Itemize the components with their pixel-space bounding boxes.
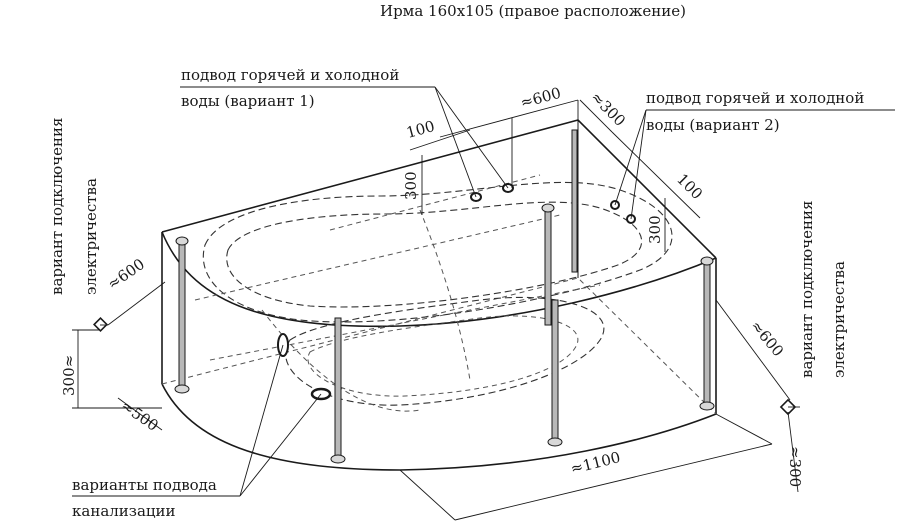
water-v1-label-line2: воды (вариант 1) xyxy=(181,92,315,110)
leg-foot xyxy=(547,437,563,447)
dim-right-300: ≈300 xyxy=(786,446,804,487)
water-v2-label-line2: воды (вариант 2) xyxy=(646,116,780,134)
electrical-left-label-line2: электричества xyxy=(82,178,100,295)
dim-top-100-right: 100 xyxy=(673,170,706,203)
tub-bowl-dashed xyxy=(194,174,673,412)
leg-foot xyxy=(174,384,190,394)
diagram-title: Ирма 160x105 (правое расположение) xyxy=(380,2,686,20)
drain-label-line1: варианты подвода xyxy=(72,476,217,494)
leg-foot xyxy=(541,203,555,213)
dim-top-600: ≈600 xyxy=(518,84,562,112)
electrical-left-label-line1: вариант подключения xyxy=(48,118,66,295)
dim-left-500: ≈500 xyxy=(118,397,162,435)
electrical-right-label-line2: электричества xyxy=(830,261,848,378)
support-leg xyxy=(703,262,711,404)
support-leg xyxy=(571,129,578,273)
callout-leaders xyxy=(72,86,895,497)
support-leg xyxy=(544,209,552,326)
leg-foot xyxy=(699,401,715,411)
water-v2-label-line1: подвод горячей и холодной xyxy=(646,89,864,107)
support-legs xyxy=(174,129,715,464)
dim-top-100-left: 100 xyxy=(404,117,436,142)
dim-left-600: ≈600 xyxy=(104,255,148,293)
dim-height-300-right: 300 xyxy=(646,215,664,244)
dim-right-600: ≈600 xyxy=(747,317,787,360)
connection-points xyxy=(93,183,797,416)
annotations: подвод горячей и холодной воды (вариант … xyxy=(48,66,864,520)
support-leg xyxy=(551,299,559,441)
bathtub-box-outline xyxy=(161,119,717,471)
electrical-right-label-line1: вариант подключения xyxy=(798,201,816,378)
drain-label-line2: канализации xyxy=(72,502,176,520)
leg-foot xyxy=(175,236,189,246)
water-v1-label-line1: подвод горячей и холодной xyxy=(181,66,399,84)
leg-foot xyxy=(700,256,714,266)
support-leg xyxy=(334,317,342,457)
dim-top-300: ≈300 xyxy=(587,88,629,130)
support-leg xyxy=(178,243,186,387)
leg-foot xyxy=(330,454,346,464)
dim-height-300-back: 300 xyxy=(402,171,420,200)
dimension-lines xyxy=(72,99,799,521)
dim-left-300: 300≈ xyxy=(60,355,78,396)
electrical-connection-left-icon xyxy=(93,317,108,332)
